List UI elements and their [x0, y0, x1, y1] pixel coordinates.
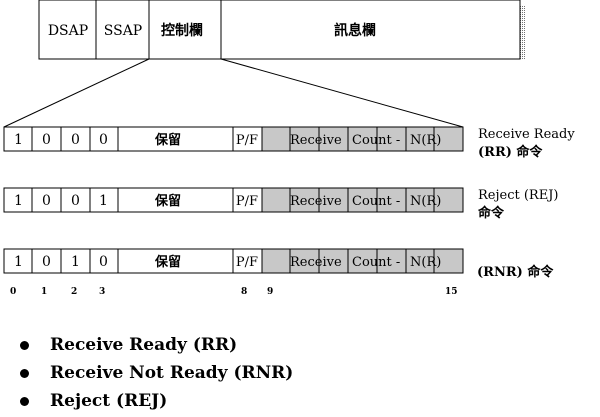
receive-label: Receive: [290, 133, 342, 148]
header-field-control: 控制欄: [161, 22, 203, 39]
bit-value: 0: [99, 254, 108, 270]
bit-value: 1: [71, 254, 80, 270]
pf-label: P/F: [236, 133, 258, 148]
receive-label: Receive: [290, 255, 342, 270]
expansion-line-right: [220, 58, 464, 128]
header-box: [38, 0, 521, 60]
nr-label: N(R): [410, 194, 441, 209]
receive-label: Receive: [290, 194, 342, 209]
header-frame: DSAP SSAP 控制欄 訊息欄: [38, 0, 526, 60]
list-item: Receive Ready (RR): [20, 331, 293, 359]
frame-rr: 1 0 0 0 保留 P/F Receive Count - N(R) Rece…: [3, 126, 575, 160]
pf-label: P/F: [236, 194, 258, 209]
reserved-label: 保留: [154, 193, 181, 209]
bit-value: 0: [42, 193, 51, 209]
bit-value: 1: [14, 193, 23, 209]
header-field-dsap: DSAP: [48, 23, 88, 39]
bullet-icon: [20, 369, 29, 378]
bit-value: 0: [42, 132, 51, 148]
bit-value: 1: [14, 132, 23, 148]
frame-rnr: 1 0 1 0 保留 P/F Receive Count - N(R) (RNR…: [3, 248, 554, 280]
reserved-label: 保留: [154, 254, 181, 270]
bit-position: 8: [241, 287, 247, 297]
bullet-icon: [20, 341, 29, 350]
frame-name: Reject (REJ): [478, 188, 558, 203]
list-item: Reject (REJ): [20, 387, 293, 415]
frame-shaded-area: [262, 188, 463, 212]
bit-value: 0: [99, 132, 108, 148]
frame-name: (RR) 命令: [478, 144, 543, 160]
frame-shaded-area: [262, 249, 463, 273]
bit-position: 3: [99, 287, 105, 297]
list-item-label: Receive Ready (RR): [50, 335, 238, 355]
bit-position-labels: 0 1 2 3 8 9 15: [10, 287, 458, 297]
frame-shaded-area: [262, 127, 463, 151]
nr-label: N(R): [410, 133, 441, 148]
bit-value: 1: [14, 254, 23, 270]
bit-position: 9: [267, 287, 273, 297]
bit-position: 0: [10, 287, 16, 297]
count-label: Count -: [352, 194, 400, 209]
header-field-info: 訊息欄: [334, 22, 376, 39]
bit-value: 0: [71, 193, 80, 209]
control-field-diagram: DSAP SSAP 控制欄 訊息欄 1 0 0 0 保留 P/F Receive…: [3, 0, 575, 297]
header-field-ssap: SSAP: [104, 23, 142, 39]
frame-rej: 1 0 0 1 保留 P/F Receive Count - N(R) Reje…: [3, 187, 558, 221]
count-label: Count -: [352, 133, 400, 148]
expansion-line-left: [3, 58, 150, 128]
bit-value: 0: [42, 254, 51, 270]
frame-type-list: Receive Ready (RR) Receive Not Ready (RN…: [20, 331, 293, 415]
bit-position: 2: [71, 287, 77, 297]
bullet-icon: [20, 397, 29, 406]
list-item-label: Reject (REJ): [50, 391, 168, 411]
bit-value: 0: [71, 132, 80, 148]
list-item-label: Receive Not Ready (RNR): [50, 363, 294, 383]
bit-value: 1: [99, 193, 108, 209]
count-label: Count -: [352, 255, 400, 270]
bit-position: 15: [445, 287, 458, 297]
frame-name: 命令: [477, 205, 505, 221]
nr-label: N(R): [410, 255, 441, 270]
list-item: Receive Not Ready (RNR): [20, 359, 293, 387]
reserved-label: 保留: [154, 132, 181, 148]
pf-label: P/F: [236, 255, 258, 270]
frame-name: (RNR) 命令: [477, 264, 554, 280]
bit-position: 1: [41, 287, 47, 297]
frame-name: Receive Ready: [478, 127, 575, 142]
